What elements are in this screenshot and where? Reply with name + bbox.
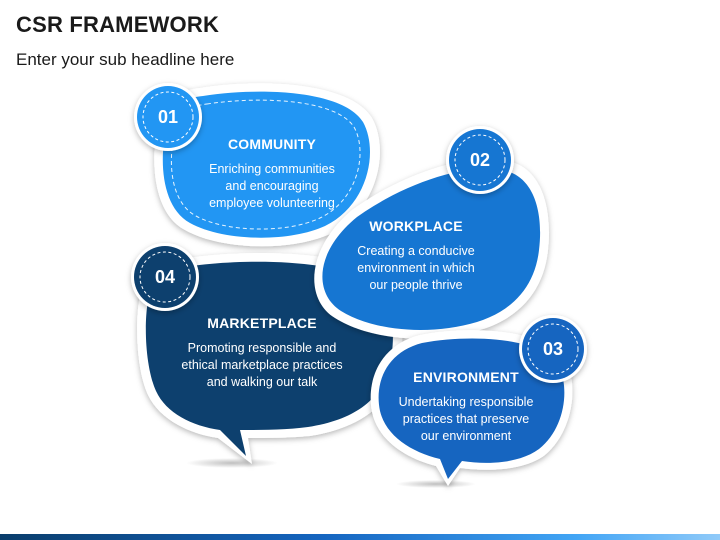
marketplace-heading: MARKETPLACE [207, 315, 317, 331]
number-circle-01 [134, 83, 202, 151]
marketplace-desc-line-2: ethical marketplace practices [181, 358, 343, 372]
number-circle-04 [131, 243, 199, 311]
community-text: COMMUNITY Enriching communities and enco… [190, 136, 354, 212]
page-subtitle: Enter your sub headline here [16, 50, 235, 69]
community-desc-line-3: employee volunteering [209, 196, 335, 210]
environment-text: ENVIRONMENT Undertaking responsible prac… [386, 369, 546, 445]
workplace-desc-line-2: environment in which [357, 261, 475, 275]
item-number-03: 03 [542, 339, 564, 359]
environment-desc-line-2: practices that preserve [402, 412, 530, 426]
item-number-04: 04 [154, 267, 176, 287]
environment-desc-line-3: our environment [420, 429, 512, 443]
marketplace-text: MARKETPLACE Promoting responsible and et… [172, 315, 352, 391]
workplace-bubble [314, 158, 550, 339]
footer-bar [0, 534, 720, 540]
environment-heading: ENVIRONMENT [413, 369, 519, 385]
marketplace-desc-line-3: and walking our talk [206, 375, 318, 389]
environment-desc-line-1: Undertaking responsible [398, 395, 534, 409]
community-bubble [154, 83, 380, 247]
workplace-heading: WORKPLACE [369, 218, 463, 234]
page-title: CSR FRAMEWORK [16, 12, 220, 37]
marketplace-floor-shadow [186, 458, 278, 468]
item-number-02: 02 [469, 150, 491, 170]
workplace-desc-line-1: Creating a conducive [357, 244, 475, 258]
item-number-01: 01 [157, 107, 179, 127]
workplace-text: WORKPLACE Creating a conducive environme… [334, 218, 498, 294]
community-desc-line-2: and encouraging [225, 179, 319, 193]
community-heading: COMMUNITY [227, 136, 317, 152]
marketplace-desc-line-1: Promoting responsible and [187, 341, 337, 355]
environment-bubble [370, 330, 573, 486]
environment-floor-shadow [396, 480, 476, 488]
number-circle-03 [519, 315, 587, 383]
workplace-desc-line-3: our people thrive [369, 278, 463, 292]
number-circle-02 [446, 126, 514, 194]
community-desc-line-1: Enriching communities [209, 162, 335, 176]
